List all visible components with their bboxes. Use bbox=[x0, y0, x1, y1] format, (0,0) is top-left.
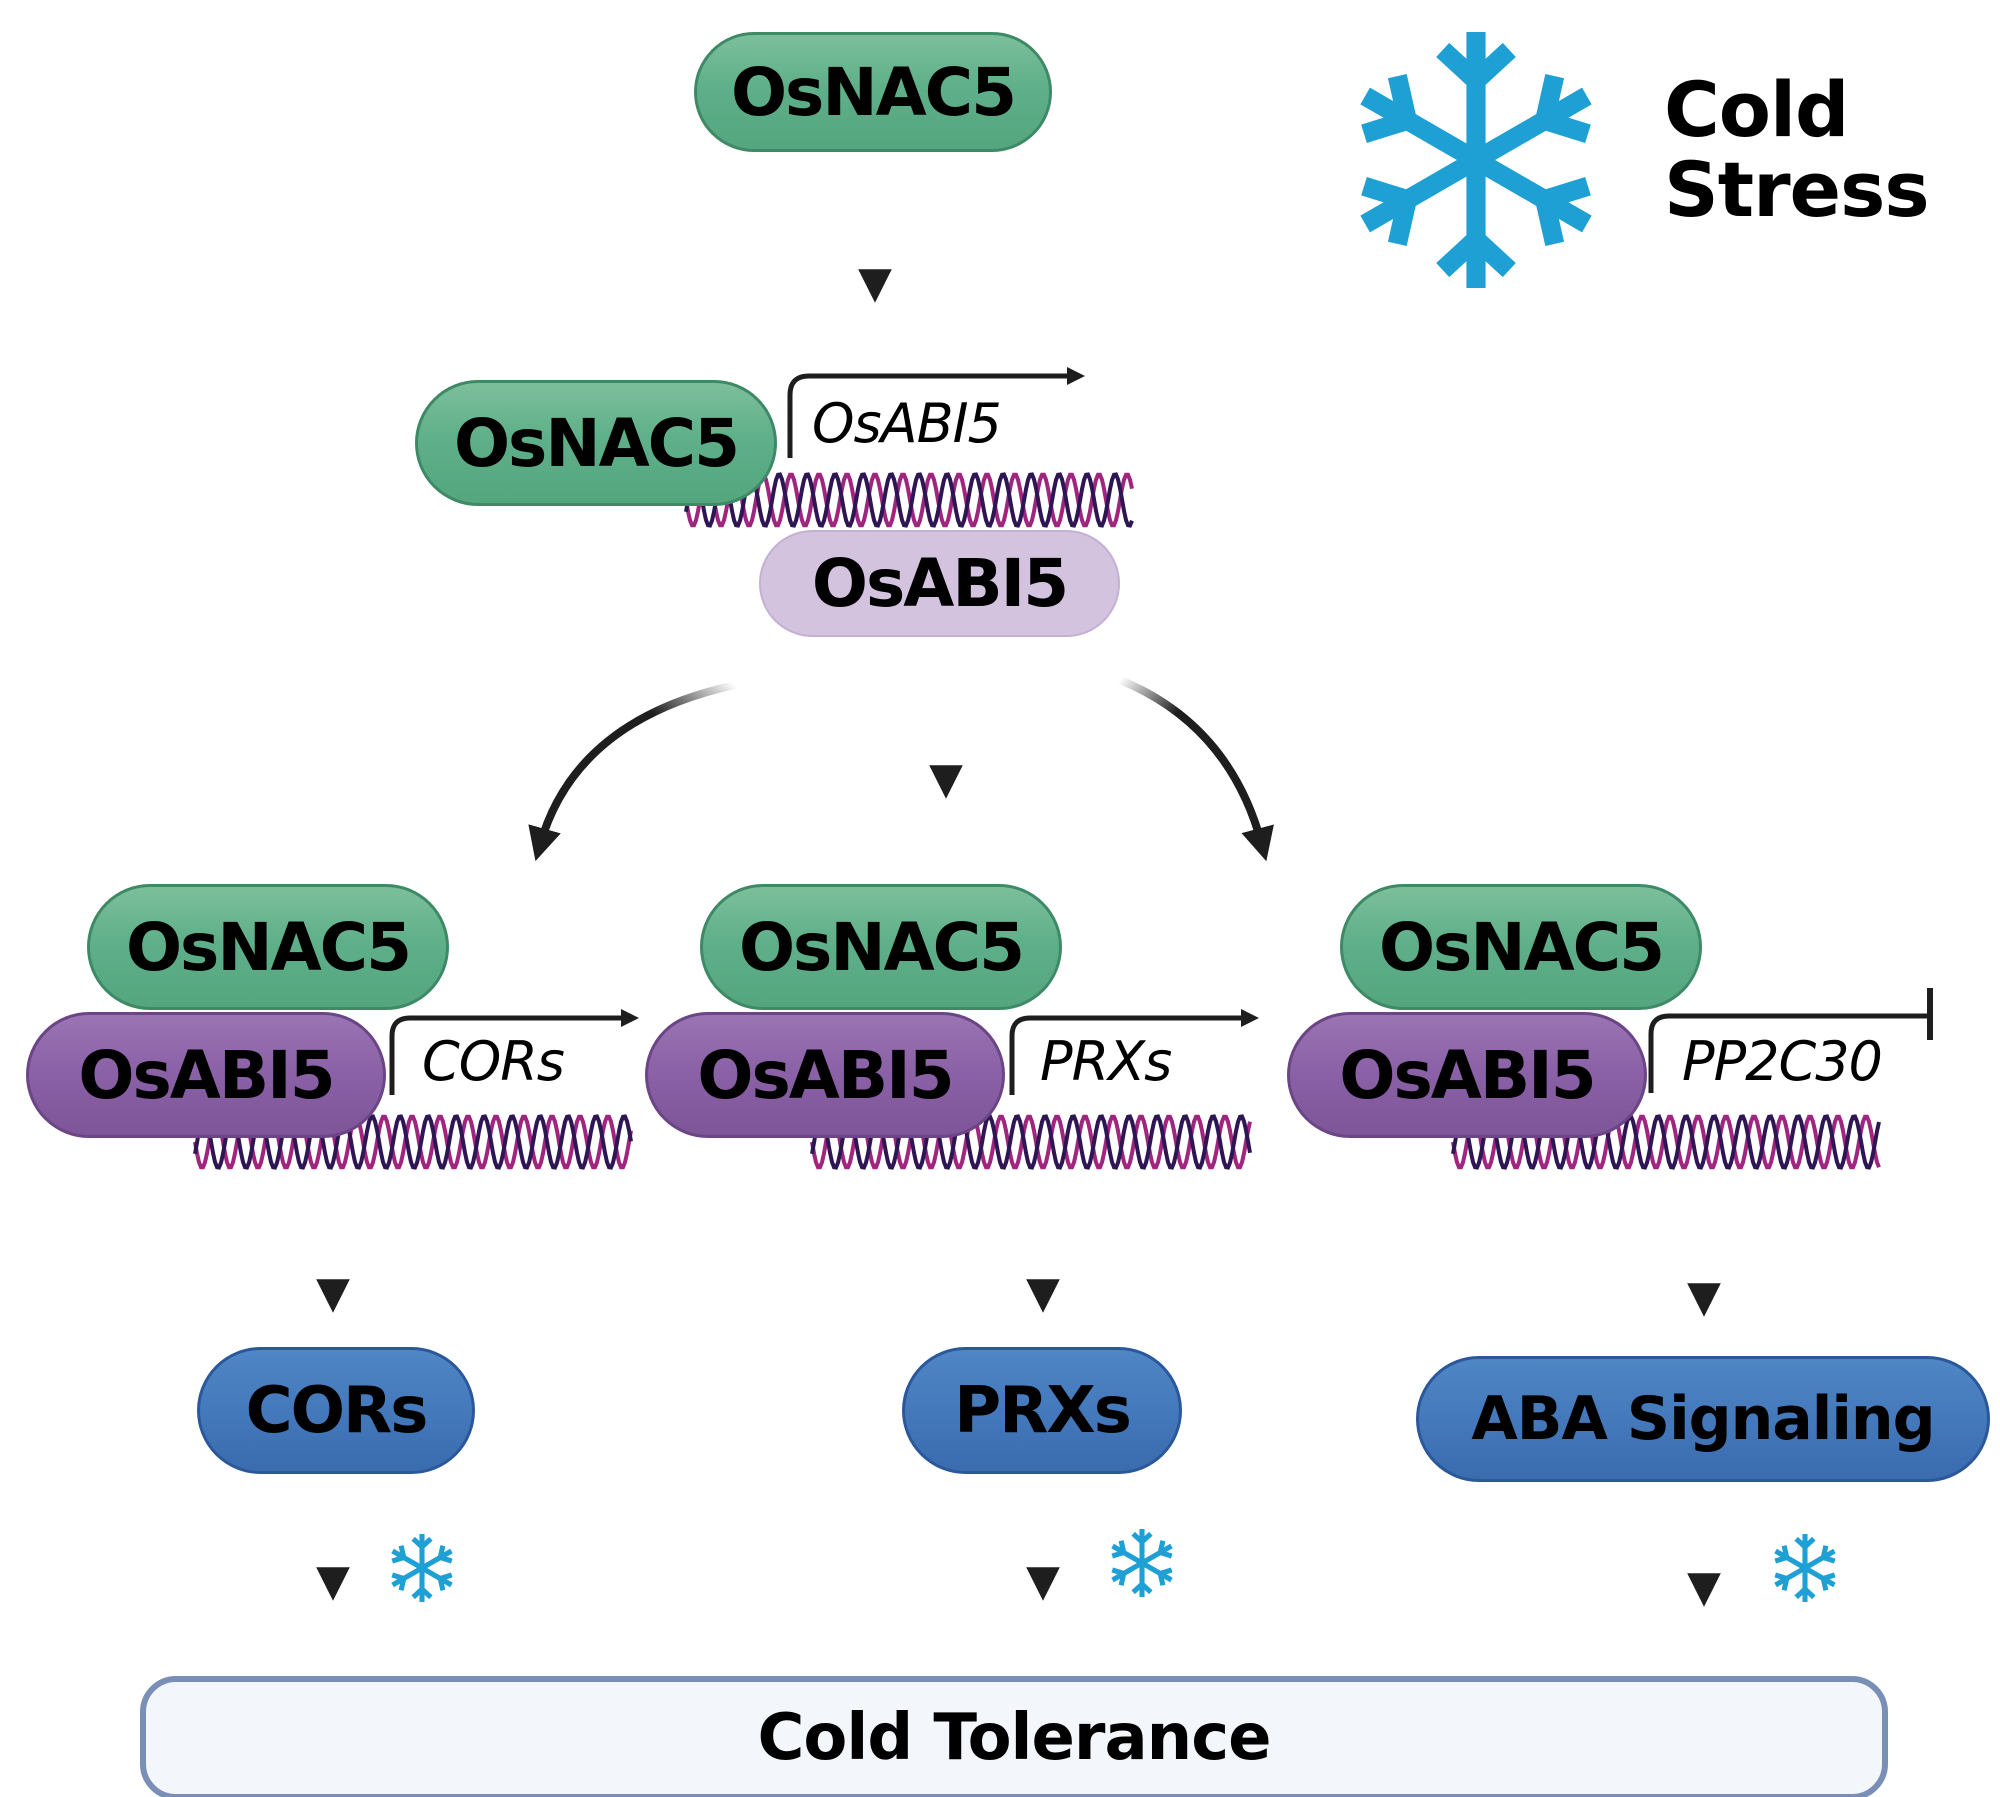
dna-strand-b bbox=[810, 1114, 1252, 1170]
osnac5-binding-pill: OsNAC5 bbox=[415, 380, 777, 506]
osabi5-pill-cors: OsABI5 bbox=[26, 1012, 386, 1138]
output-pill-prxs: PRXs bbox=[902, 1347, 1182, 1474]
osabi5-pill-pp2c30: OsABI5 bbox=[1287, 1012, 1647, 1138]
legend-line-stress: Stress bbox=[1664, 144, 1930, 234]
gene-label-pp2c30: PP2C30 bbox=[1682, 1030, 1883, 1093]
osabi5-label-cors: OsABI5 bbox=[78, 1036, 335, 1114]
osnac5-pill-cors: OsNAC5 bbox=[87, 884, 449, 1010]
output-pill-aba-signaling: ABA Signaling bbox=[1416, 1356, 1990, 1482]
dna-strand-b bbox=[684, 472, 1134, 528]
osnac5-pill-pp2c30: OsNAC5 bbox=[1340, 884, 1702, 1010]
osnac5-binding-label: OsNAC5 bbox=[453, 404, 740, 482]
arrow-branch-left bbox=[528, 681, 736, 862]
arrow-branch-right bbox=[1118, 676, 1274, 862]
gene-arrow-cors bbox=[389, 1009, 639, 1095]
dna-strand-b bbox=[193, 1114, 633, 1170]
gene-label-cors: CORs bbox=[422, 1030, 565, 1093]
osnac5-pill-prxs: OsNAC5 bbox=[700, 884, 1062, 1010]
cold-tolerance-label: Cold Tolerance bbox=[757, 1701, 1271, 1775]
legend-line-cold: Cold bbox=[1664, 65, 1849, 154]
snowflake-icon bbox=[1775, 1534, 1834, 1602]
osabi5-label-pp2c30: OsABI5 bbox=[1339, 1036, 1596, 1114]
gene-arrow-osabi5 bbox=[787, 367, 1085, 458]
osnac5-top-pill: OsNAC5 bbox=[694, 32, 1052, 152]
osnac5-label-prxs: OsNAC5 bbox=[738, 908, 1025, 986]
output-pill-cors: CORs bbox=[197, 1347, 475, 1474]
gene-arrow-prxs bbox=[1009, 1009, 1259, 1095]
osnac5-top-label: OsNAC5 bbox=[730, 53, 1017, 131]
output-label-aba-signaling: ABA Signaling bbox=[1471, 1384, 1935, 1454]
osnac5-label-cors: OsNAC5 bbox=[125, 908, 412, 986]
output-label-cors: CORs bbox=[245, 1373, 429, 1448]
legend-label: Cold Stress bbox=[1664, 65, 1930, 234]
output-label-prxs: PRXs bbox=[954, 1373, 1132, 1448]
gene-repression-pp2c30 bbox=[1648, 1013, 1928, 1093]
snowflake-icon bbox=[1364, 32, 1588, 288]
snowflake-icon bbox=[392, 1534, 451, 1602]
osabi5-label-prxs: OsABI5 bbox=[697, 1036, 954, 1114]
gene-label-prxs: PRXs bbox=[1040, 1030, 1172, 1093]
gene-label-osabi5: OsABI5 bbox=[812, 392, 1002, 455]
osabi5-pill-prxs: OsABI5 bbox=[645, 1012, 1005, 1138]
cold-tolerance-box: Cold Tolerance bbox=[140, 1676, 1888, 1797]
osnac5-label-pp2c30: OsNAC5 bbox=[1378, 908, 1665, 986]
osabi5-product-label: OsABI5 bbox=[811, 545, 1069, 622]
snowflake-icon bbox=[1112, 1529, 1171, 1597]
osabi5-product-pill: OsABI5 bbox=[759, 530, 1120, 637]
